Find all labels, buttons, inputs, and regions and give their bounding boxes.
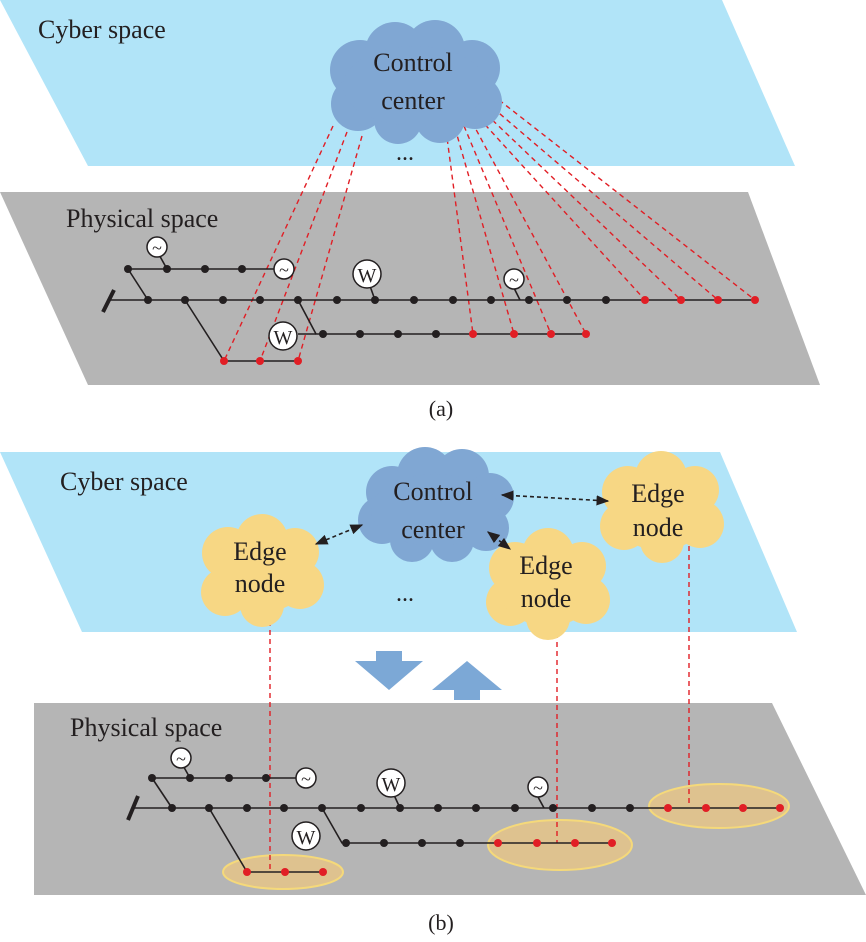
svg-text:center: center bbox=[401, 515, 465, 544]
physical-plane-a bbox=[0, 192, 820, 385]
svg-text:~: ~ bbox=[533, 778, 543, 798]
communication-links-b bbox=[269, 546, 690, 872]
wind-turbine-icon: W bbox=[352, 259, 382, 289]
exchange-arrows-icon bbox=[355, 651, 502, 700]
caption-a: (a) bbox=[429, 396, 453, 421]
svg-text:W: W bbox=[274, 327, 293, 349]
edge-clusters-b bbox=[222, 783, 790, 890]
physical-space-label-b: Physical space bbox=[70, 713, 222, 742]
svg-text:Control: Control bbox=[373, 48, 452, 77]
panel-b: Cyber space Physical space bbox=[0, 447, 866, 935]
coordination-arrows-b bbox=[314, 490, 610, 550]
edge-node-cloud-right: Edge node bbox=[600, 451, 724, 563]
panel-a: Cyber space Physical space bbox=[0, 0, 820, 421]
generator-icon: ~ bbox=[503, 268, 525, 290]
physical-space-label-a: Physical space bbox=[66, 204, 218, 233]
svg-text:Edge: Edge bbox=[233, 537, 286, 566]
svg-text:~: ~ bbox=[509, 270, 519, 290]
caption-b: (b) bbox=[428, 910, 454, 935]
control-center-cloud-b: Control center bbox=[358, 447, 514, 562]
svg-text:node: node bbox=[633, 513, 684, 542]
svg-text:center: center bbox=[381, 86, 445, 115]
edge-node-cloud-left: Edge node bbox=[201, 514, 324, 627]
cyber-space-label-a: Cyber space bbox=[38, 15, 166, 44]
generator-icon: ~ bbox=[146, 236, 168, 258]
cyber-space-label-b: Cyber space bbox=[60, 467, 188, 496]
svg-text:~: ~ bbox=[152, 238, 162, 258]
control-center-cloud-a: Control center bbox=[330, 20, 502, 144]
generator-icon: ~ bbox=[527, 776, 549, 798]
svg-text:~: ~ bbox=[176, 749, 186, 769]
edge-node-cloud-middle: Edge node bbox=[486, 528, 610, 640]
wind-turbine-icon: W bbox=[268, 321, 298, 351]
physical-plane-b bbox=[34, 703, 866, 895]
edge-monitored-nodes-b bbox=[243, 804, 784, 876]
wind-turbine-icon: W bbox=[291, 821, 321, 851]
wind-turbine-icon: W bbox=[376, 768, 406, 798]
svg-text:~: ~ bbox=[301, 769, 311, 789]
ellipsis-b: ... bbox=[396, 581, 414, 607]
svg-text:Edge: Edge bbox=[519, 551, 572, 580]
bus-nodes-a bbox=[124, 265, 610, 338]
monitored-nodes-a bbox=[220, 296, 759, 365]
svg-text:W: W bbox=[358, 265, 377, 287]
svg-text:node: node bbox=[521, 584, 572, 613]
svg-text:Control: Control bbox=[393, 477, 472, 506]
ellipsis-a: ... bbox=[396, 140, 414, 166]
generator-icon: ~ bbox=[273, 258, 295, 280]
generator-icon: ~ bbox=[170, 747, 192, 769]
bus-nodes-b bbox=[148, 774, 634, 847]
generator-icon: ~ bbox=[295, 767, 317, 789]
svg-text:Edge: Edge bbox=[631, 479, 684, 508]
svg-text:node: node bbox=[235, 569, 286, 598]
svg-text:W: W bbox=[297, 827, 316, 849]
svg-text:W: W bbox=[382, 774, 401, 796]
svg-text:~: ~ bbox=[279, 260, 289, 280]
